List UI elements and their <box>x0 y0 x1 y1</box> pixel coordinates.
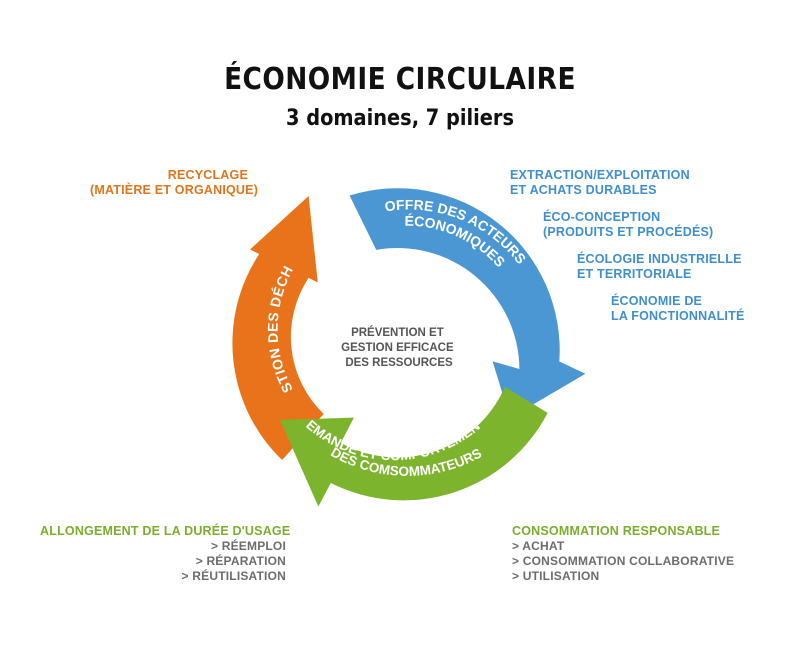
pillar-eco-conception-line-2: (PRODUITS ET PROCÉDÉS) <box>543 225 714 239</box>
pillar-ecologie-line-1: ÉCOLOGIE INDUSTRIELLE <box>577 252 742 266</box>
pillar-recyclage-line-2: (MATIÈRE ET ORGANIQUE) <box>90 183 259 197</box>
pillar-recyclage-line-1: RECYCLAGE <box>167 168 248 182</box>
pillar-allongement-item: > Réutilisation <box>181 569 286 583</box>
pillar-eco-conception: ÉCO-CONCEPTION (PRODUITS ET PROCÉDÉS) <box>543 210 713 240</box>
demand-arrow <box>280 386 548 507</box>
pillar-allongement: ALLONGEMENT DE LA DURÉE D'USAGE > Réempl… <box>40 524 291 584</box>
center-text-line-1: PRÉVENTION ET <box>351 326 444 339</box>
pillar-ecologie-line-2: ET TERRITORIALE <box>577 267 692 281</box>
pillar-allongement-item: > Réparation <box>195 554 286 568</box>
pillar-extraction: EXTRACTION/EXPLOITATION ET ACHATS DURABL… <box>510 168 690 198</box>
supply-arrow <box>349 188 586 418</box>
center-text: PRÉVENTION ET GESTION EFFICACE DES RESSO… <box>341 326 457 369</box>
pillar-extraction-line-2: ET ACHATS DURABLES <box>510 183 657 197</box>
pillar-consommation-item: > Utilisation <box>512 569 600 583</box>
pillar-fonctionnalite-line-1: ÉCONOMIE DE <box>611 294 703 308</box>
pillar-consommation-item: > Consommation collaborative <box>512 554 735 568</box>
pillar-allongement-item: > Réemploi <box>210 539 286 553</box>
center-text-line-3: DES RESSOURCES <box>345 357 453 369</box>
pillar-consommation-title: CONSOMMATION RESPONSABLE <box>512 524 721 538</box>
waste-arrow <box>232 196 324 460</box>
pillar-fonctionnalite-line-2: LA FONCTIONNALITÉ <box>611 309 745 323</box>
pillar-consommation: CONSOMMATION RESPONSABLE > Achat > Conso… <box>512 524 734 584</box>
pillar-consommation-item: > Achat <box>512 539 565 553</box>
page-title: ÉCONOMIE CIRCULAIRE <box>224 62 576 97</box>
pillar-allongement-title: ALLONGEMENT DE LA DURÉE D'USAGE <box>40 524 291 538</box>
center-text-line-2: GESTION EFFICACE <box>341 342 454 354</box>
pillar-extraction-line-1: EXTRACTION/EXPLOITATION <box>510 168 690 182</box>
pillar-recyclage: RECYCLAGE (MATIÈRE ET ORGANIQUE) <box>90 168 259 198</box>
pillar-ecologie-industrielle: ÉCOLOGIE INDUSTRIELLE ET TERRITORIALE <box>577 252 742 282</box>
page-subtitle: 3 domaines, 7 piliers <box>286 106 514 131</box>
pillar-eco-conception-line-1: ÉCO-CONCEPTION <box>543 210 661 224</box>
pillar-economie-fonctionnalite: ÉCONOMIE DE LA FONCTIONNALITÉ <box>611 294 744 324</box>
